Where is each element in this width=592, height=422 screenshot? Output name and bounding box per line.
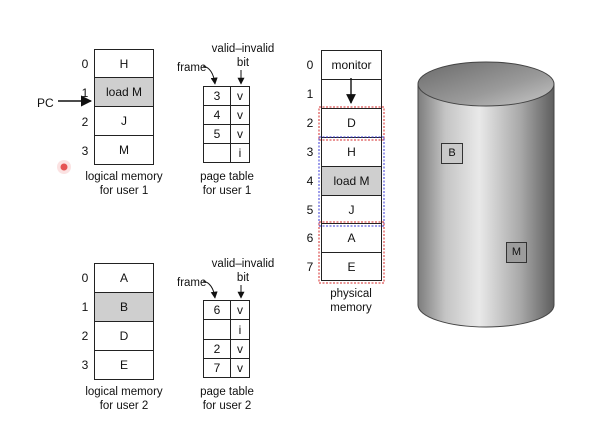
frame-arrow: [202, 65, 218, 85]
user2-frame-outline: [318, 106, 385, 141]
frame-number: 7: [203, 358, 231, 378]
page-index: 3: [81, 358, 89, 372]
logical-memory-caption: logical memory for user 2: [85, 386, 163, 412]
logical-memory-caption: logical memory for user 1: [85, 171, 163, 197]
physical-frame: J: [321, 195, 382, 224]
page-index: 2: [81, 329, 89, 343]
disk-icon: [417, 61, 555, 328]
frame-label: frame: [177, 62, 207, 74]
page-index: 2: [81, 115, 89, 129]
page-index: 3: [81, 144, 89, 158]
page-table-caption: page table for user 1: [200, 171, 254, 197]
frame-arrow: [202, 280, 218, 299]
frame-index: 3: [306, 145, 314, 159]
user2-frame-outline: [318, 221, 385, 284]
logical-page: A: [94, 263, 154, 293]
logical-page: J: [94, 106, 154, 136]
valid-invalid-label: valid–invalid bit: [211, 43, 275, 69]
physical-frame: monitor: [321, 50, 382, 80]
page-index: 1: [81, 300, 89, 314]
logical-page: E: [94, 350, 154, 380]
frame-label: frame: [177, 277, 207, 289]
physical-frame: E: [321, 252, 382, 281]
frame-index: 7: [306, 260, 314, 274]
page-index: 0: [81, 57, 89, 71]
frame-index: 0: [306, 58, 314, 72]
valid-bit: i: [230, 143, 250, 163]
physical-memory-caption: physical memory: [330, 288, 372, 314]
disk-page: B: [441, 143, 463, 164]
valid-invalid-label: valid–invalid bit: [211, 258, 275, 284]
physical-frame: A: [321, 223, 382, 253]
pc-label: PC: [37, 96, 54, 110]
frame-index: 1: [306, 87, 314, 101]
valid-bit: v: [230, 358, 250, 378]
logical-page: M: [94, 135, 154, 165]
physical-frame: D: [321, 108, 382, 138]
user1-frame-outline: [318, 136, 385, 227]
page-index: 1: [81, 86, 89, 100]
disk-page: M: [506, 242, 527, 263]
pointer-dot: [60, 163, 68, 171]
frame-index: 4: [306, 174, 314, 188]
page-table-caption: page table for user 2: [200, 386, 254, 412]
logical-page: B: [94, 292, 154, 322]
frame-index: 6: [306, 231, 314, 245]
physical-frame: load M: [321, 166, 382, 196]
page-index: 0: [81, 271, 89, 285]
frame-index: 5: [306, 203, 314, 217]
logical-page: D: [94, 321, 154, 351]
frame-index: 2: [306, 116, 314, 130]
